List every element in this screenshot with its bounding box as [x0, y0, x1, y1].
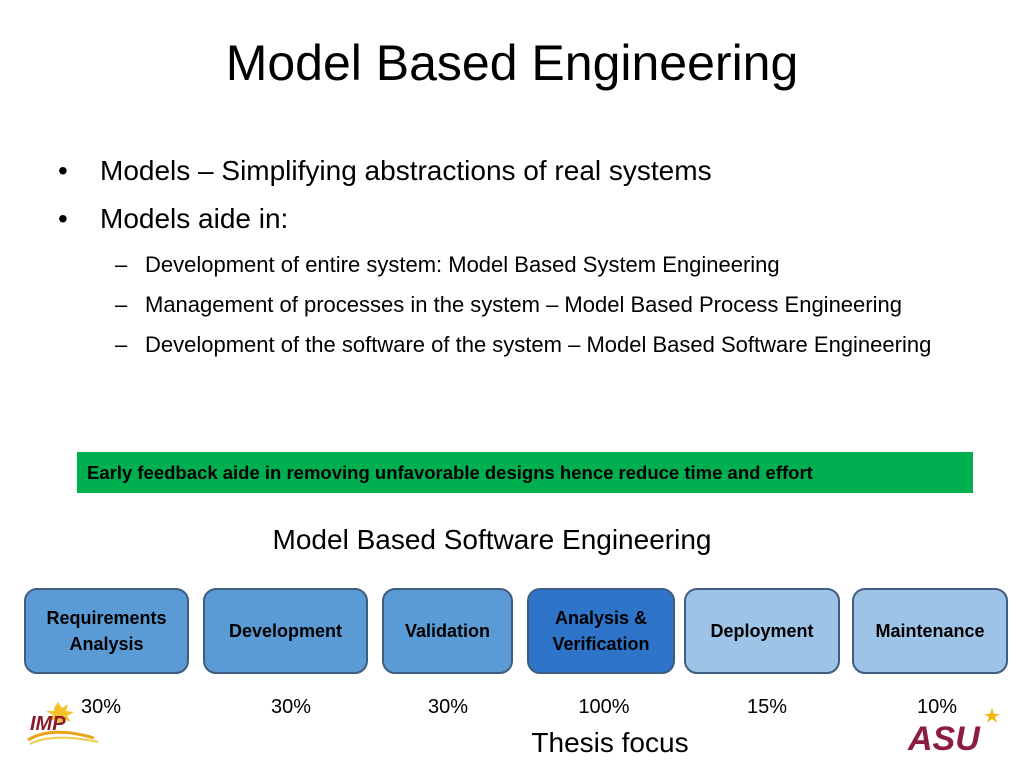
svg-text:IMP: IMP	[30, 713, 66, 735]
stage-label: Development	[228, 621, 343, 641]
stage-percent-analysis: 100%	[578, 696, 630, 718]
sub-bullet-text: Management of processes in the system – …	[145, 292, 902, 317]
dash-marker: –	[115, 292, 128, 317]
stage-requirements-analysis[interactable]: Requirements Analysis	[24, 588, 189, 674]
dash-marker: –	[115, 252, 128, 277]
imp-logo: IMP	[27, 702, 99, 745]
stage-percent-requirements: 30%	[80, 696, 122, 718]
stage-label: Analysis & Verification	[552, 608, 650, 654]
sub-bullet-software-engineering: – Development of the software of the sys…	[58, 328, 978, 362]
stage-deployment[interactable]: Deployment	[684, 588, 840, 674]
callout-banner: Early feedback aide in removing unfavora…	[77, 452, 973, 493]
stage-label: Validation	[404, 621, 491, 641]
sub-bullet-system-engineering: – Development of entire system: Model Ba…	[58, 248, 978, 282]
stage-percent-maintenance: 10%	[916, 696, 958, 718]
sub-bullet-text: Development of entire system: Model Base…	[145, 252, 780, 277]
dash-marker: –	[115, 332, 128, 357]
stage-percent-validation: 30%	[427, 696, 469, 718]
asu-logo: ASU	[907, 708, 1000, 752]
stage-analysis-verification[interactable]: Analysis & Verification	[527, 588, 675, 674]
stage-maintenance[interactable]: Maintenance	[852, 588, 1008, 674]
bullet-list: Models – Simplifying abstractions of rea…	[58, 152, 978, 368]
diagram-title: Model Based Software Engineering	[272, 524, 712, 555]
bullet-models-aide: Models aide in:	[58, 200, 978, 238]
svg-text:ASU: ASU	[907, 720, 981, 752]
stage-label: Deployment	[710, 621, 814, 641]
stage-label: Requirements Analysis	[46, 608, 167, 654]
stage-label: Maintenance	[875, 621, 985, 641]
slide-title: Model Based Engineering	[225, 35, 799, 91]
stage-percent-development: 30%	[270, 696, 312, 718]
stage-validation[interactable]: Validation	[382, 588, 513, 674]
sub-bullet-process-engineering: – Management of processes in the system …	[58, 288, 978, 322]
sub-bullet-list: – Development of entire system: Model Ba…	[58, 248, 978, 362]
stage-percent-deployment: 15%	[746, 696, 788, 718]
thesis-focus-label: Thesis focus	[531, 727, 689, 758]
sub-bullet-text: Development of the software of the syste…	[145, 332, 932, 357]
stage-development[interactable]: Development	[203, 588, 368, 674]
bullet-models-definition: Models – Simplifying abstractions of rea…	[58, 152, 978, 190]
